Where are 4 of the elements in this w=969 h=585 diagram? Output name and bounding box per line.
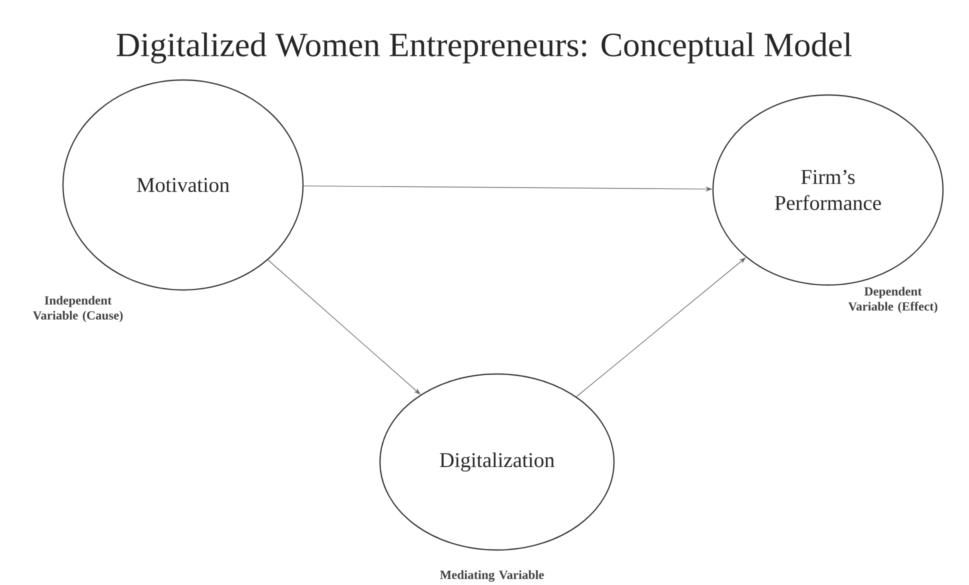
title: Digitalized Women Entrepreneurs: Conceptual Model <box>116 32 852 64</box>
variable-role-label: Independent Variable (Cause) <box>32 296 123 322</box>
variable-role-label: Mediating Variable <box>440 570 544 582</box>
variable-role-label: Dependent Variable (Effect) <box>848 286 938 314</box>
